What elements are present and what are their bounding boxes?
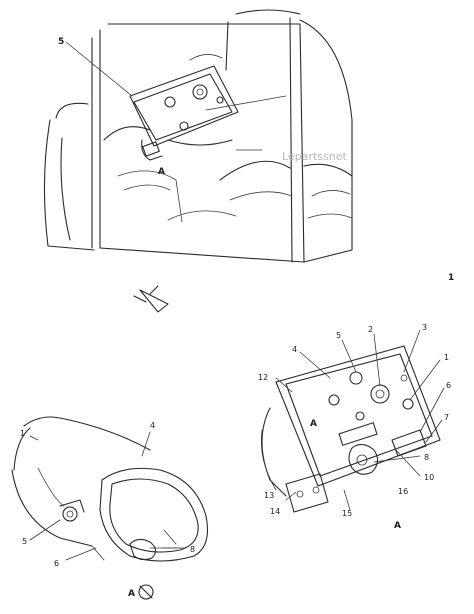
callout-left-6: 6 bbox=[54, 559, 59, 568]
callout-top-1: 1 bbox=[448, 273, 454, 283]
callout-panel-16: 16 bbox=[398, 487, 408, 496]
callouts-panel-right: 4 5 2 3 1 6 7 8 10 12 13 14 15 16 A bbox=[258, 323, 451, 518]
control-panel-exploded bbox=[260, 329, 445, 513]
callout-panel-2: 2 bbox=[368, 325, 373, 334]
callout-panel-1: 1 bbox=[444, 353, 449, 362]
callout-panel-5: 5 bbox=[336, 331, 341, 340]
view-labels: A A bbox=[128, 521, 401, 599]
callout-left-8: 8 bbox=[190, 545, 195, 554]
view-a-detail bbox=[11, 416, 209, 562]
callouts-top-view: 5 A 1 bbox=[58, 37, 454, 283]
callouts-lower-left: 1 4 5 6 8 bbox=[20, 421, 195, 568]
callout-left-4: 4 bbox=[150, 421, 155, 430]
callout-panel-14: 14 bbox=[270, 507, 280, 516]
callout-panel-10: 10 bbox=[424, 473, 434, 482]
callout-panel-15: 15 bbox=[342, 509, 352, 518]
cab-frame-top-view bbox=[43, 9, 353, 263]
view-a-label: A bbox=[128, 589, 135, 599]
callout-panel-13: 13 bbox=[264, 491, 274, 500]
callout-left-5: 5 bbox=[22, 537, 27, 546]
section-marker bbox=[138, 584, 154, 600]
callout-panel-6: 6 bbox=[446, 381, 451, 390]
callout-panel-12: 12 bbox=[258, 373, 268, 382]
callout-top-a: A bbox=[158, 167, 165, 177]
section-label: A bbox=[394, 521, 401, 531]
direction-arrow bbox=[133, 285, 169, 313]
callout-top-5: 5 bbox=[58, 37, 64, 47]
callout-panel-4: 4 bbox=[292, 345, 297, 354]
callout-panel-a: A bbox=[310, 419, 317, 429]
callout-panel-7: 7 bbox=[444, 413, 449, 422]
watermark: Lepartssnet bbox=[282, 150, 347, 163]
callout-panel-8: 8 bbox=[424, 453, 429, 462]
control-panel-top bbox=[65, 41, 263, 161]
callout-panel-3: 3 bbox=[422, 323, 427, 332]
callout-left-1: 1 bbox=[20, 429, 25, 438]
